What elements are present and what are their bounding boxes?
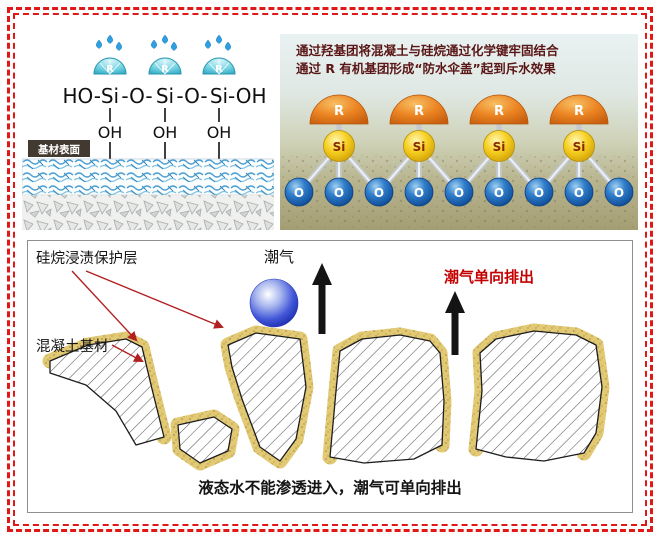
- substrate-scribble-texture: [22, 158, 274, 196]
- formula-si: Si: [156, 84, 174, 108]
- dome-si-connectors: [336, 122, 582, 134]
- coating-leader-line: [71, 270, 138, 342]
- si-o-bond-highlights: [298, 145, 620, 193]
- caption-line-1: 通过羟基团将混凝土与硅烷通过化学键牢固结合: [296, 43, 559, 58]
- r-group-label: R: [161, 64, 169, 75]
- oh-substrate-bonds: [109, 142, 220, 159]
- r-dome-icon: [389, 94, 449, 125]
- r-dome-row: R R R R: [309, 94, 609, 125]
- substrate-label-box: [28, 140, 90, 157]
- r-atom-label: R: [494, 104, 504, 119]
- substrate-label: 混凝土基材: [36, 338, 109, 355]
- moisture-up-arrow: [445, 291, 465, 355]
- oh-label: OH: [153, 123, 178, 142]
- silicon-atom: [563, 130, 595, 162]
- o-atom-label: O: [574, 186, 584, 200]
- arrow-head-icon: [445, 291, 465, 313]
- si-atom-label: Si: [333, 140, 346, 154]
- oh-label: OH: [207, 123, 232, 142]
- oxygen-atom: [404, 177, 434, 207]
- r-atom-label: R: [574, 104, 584, 119]
- oxygen-atom: [444, 177, 474, 207]
- r-umbrella-icon: R: [202, 57, 236, 75]
- si-atom-label: Si: [413, 140, 426, 154]
- o-atom-label: O: [414, 186, 424, 200]
- hydroxyl-row: OH OH OH: [98, 123, 232, 142]
- concrete-chunk: [329, 334, 445, 464]
- o-atom-label: O: [534, 186, 544, 200]
- si-atom-label: Si: [573, 140, 586, 154]
- si-oh-bonds: [109, 108, 220, 122]
- water-droplet-sphere: [249, 278, 299, 328]
- silicon-atom: [483, 130, 515, 162]
- one-way-exit-label: 潮气单向排出: [444, 268, 534, 286]
- cross-section-panel: 硅烷浸渍保护层 潮气 潮气单向排出 混凝土基材 液态水不能渗透进入，潮气可单向排…: [27, 240, 633, 513]
- o-atom-label: O: [454, 186, 464, 200]
- formula-si: Si: [101, 84, 119, 108]
- silane-formula: HO- Si -O- Si -O- Si -OH: [62, 84, 266, 108]
- formula-prefix: HO-: [62, 84, 101, 108]
- substrate-leader-line: [111, 344, 144, 362]
- o-atom-label: O: [294, 186, 304, 200]
- r-umbrella-icon: R: [93, 57, 127, 75]
- oxygen-row: O O O O O O O O O: [284, 177, 634, 207]
- concrete-chunk: [227, 332, 307, 462]
- r-dome-icon: [309, 94, 369, 125]
- caption-line-2: 通过 R 有机基团形成“防水伞盖”起到斥水效果: [296, 61, 556, 76]
- r-atom-label: R: [414, 104, 424, 119]
- substrate-rock-texture: [22, 195, 274, 230]
- si-atom-label: Si: [493, 140, 506, 154]
- oxygen-atom: [484, 177, 514, 207]
- concrete-chunk: [49, 338, 165, 446]
- r-group-label: R: [215, 64, 223, 75]
- r-atom-label: R: [334, 104, 344, 119]
- moisture-label: 潮气: [264, 248, 294, 266]
- o-atom-label: O: [374, 186, 384, 200]
- raindrops-icon: [95, 34, 232, 51]
- r-dome-icon: [549, 94, 609, 125]
- concrete-chunk: [177, 416, 233, 464]
- r-dome-icon: [469, 94, 529, 125]
- moisture-up-arrow: [312, 263, 332, 334]
- oxygen-atom: [524, 177, 554, 207]
- o-atom-label: O: [494, 186, 504, 200]
- o-atom-label: O: [334, 186, 344, 200]
- cross-section-diagram: 硅烷浸渍保护层 潮气 潮气单向排出 混凝土基材 液态水不能渗透进入，潮气可单向排…: [36, 248, 610, 497]
- oxygen-atom: [364, 177, 394, 207]
- silicon-atom: [403, 130, 435, 162]
- concrete-chunk: [475, 330, 603, 462]
- substrate-surface-label: 基材表面: [37, 143, 80, 156]
- formula-o-link: -O-: [121, 84, 152, 108]
- o-atom-label: O: [614, 186, 624, 200]
- formula-suffix: -OH: [228, 84, 267, 108]
- arrow-head-icon: [312, 263, 332, 285]
- oxygen-atom: [324, 177, 354, 207]
- coating-leader-line: [85, 270, 224, 329]
- coating-label: 硅烷浸渍保护层: [36, 250, 138, 267]
- oxygen-atom: [564, 177, 594, 207]
- silicon-atom: [323, 130, 355, 162]
- formula-o-link: -O-: [176, 84, 207, 108]
- silicon-row: Si Si Si Si: [323, 130, 595, 162]
- oh-label: OH: [98, 123, 123, 142]
- oxygen-atom: [604, 177, 634, 207]
- oxygen-atom: [284, 177, 314, 207]
- r-umbrella-icon: R: [148, 57, 182, 75]
- formula-si: Si: [210, 84, 228, 108]
- bottom-caption: 液态水不能渗透进入，潮气可单向排出: [198, 478, 462, 497]
- silane-chemistry-panel: R R R HO- Si -O- Si -O- Si -OH OH OH OH: [22, 34, 274, 230]
- r-group-label: R: [106, 64, 114, 75]
- molecular-structure-panel: 通过羟基团将混凝土与硅烷通过化学键牢固结合 通过 R 有机基团形成“防水伞盖”起…: [280, 34, 638, 230]
